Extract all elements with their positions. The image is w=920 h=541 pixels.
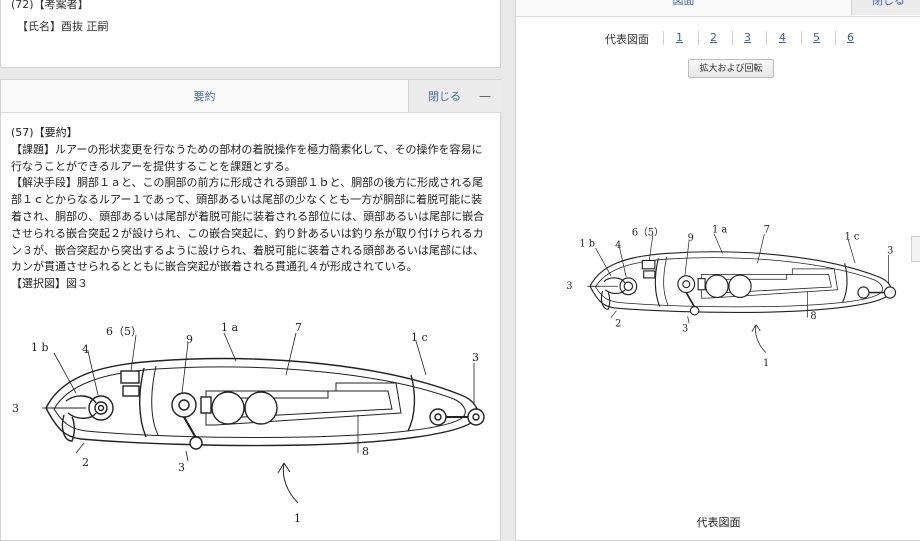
label-2: 2 xyxy=(82,456,89,469)
abstract-figure: 6（5） 1 a 7 9 1 b 4 1 c 3 3 2 3 8 1 xyxy=(12,321,485,525)
label-3-tail: 3 xyxy=(887,245,893,256)
label-3-tail: 3 xyxy=(472,351,479,364)
page-link-6[interactable]: 6 xyxy=(847,31,854,44)
label-1c: 1 c xyxy=(845,232,860,243)
inventor-panel: (72)【考案者】 【氏名】酉抜 正嗣 xyxy=(0,0,501,68)
pager-divider xyxy=(663,31,664,45)
pager-label: 代表図面 xyxy=(605,33,649,46)
label-1: 1 xyxy=(763,358,769,369)
abstract-line: 【解決手段】胴部１ａと、この胴部の前方に形成される頭部１ｂと、胴部の後方に形成さ… xyxy=(11,176,484,190)
drawings-close-button[interactable]: 閉じる xyxy=(851,0,920,15)
page-link-4[interactable]: 4 xyxy=(779,31,786,44)
label-8: 8 xyxy=(362,445,369,458)
label-8: 8 xyxy=(810,311,816,322)
drawing-caption: 代表図面 xyxy=(696,516,741,529)
abstract-line: (57)【要約】 xyxy=(11,126,78,139)
label-1: 1 xyxy=(294,512,301,525)
label-3-front: 3 xyxy=(12,402,19,415)
abstract-line: 行なうことができるルアーを提供することを課題とする。 xyxy=(11,159,296,173)
label-4: 4 xyxy=(82,343,89,356)
representative-drawing: 6（5） 1 a 7 9 1 b 4 1 c 3 3 2 3 8 1 xyxy=(566,225,897,369)
lure-drawing xyxy=(42,332,485,504)
pager-divider xyxy=(766,31,767,45)
label-1a: 1 a xyxy=(712,225,727,236)
pager-divider xyxy=(698,31,699,45)
label-6-5: 6（5） xyxy=(106,325,142,338)
abstract-line: カンが貫通させられるとともに嵌合突起が嵌着される貫通孔４が形成されている。 xyxy=(11,260,418,274)
abstract-header: 要約 閉じる — xyxy=(1,80,501,113)
label-1c: 1 c xyxy=(411,331,428,344)
abstract-close-button[interactable]: 閉じる — xyxy=(408,80,501,112)
abstract-line: 【選択図】図３ xyxy=(11,277,88,291)
collapse-icon: — xyxy=(479,89,491,103)
label-2: 2 xyxy=(615,319,621,330)
label-1b: 1 b xyxy=(31,341,49,354)
abstract-line: ン３が、嵌合突起から突出するように設けられ、着脱可能に装着される頭部あるいは尾部… xyxy=(11,243,484,257)
page-link-2[interactable]: 2 xyxy=(710,31,717,44)
label-1b: 1 b xyxy=(580,239,596,250)
label-1a: 1 a xyxy=(221,321,238,334)
abstract-line: 着され、胴部の、頭部あるいは尾部が着脱可能に装着される部位には、頭部あるいは尾部… xyxy=(11,209,485,223)
label-7: 7 xyxy=(764,225,770,236)
pager-divider xyxy=(801,31,802,45)
inventor-heading: (72)【考案者】 xyxy=(11,0,89,11)
page-link-3[interactable]: 3 xyxy=(744,31,751,44)
page-link-1[interactable]: 1 xyxy=(676,31,683,44)
label-6-5: 6（5） xyxy=(632,226,664,238)
zoom-rotate-button[interactable]: 拡大および回転 xyxy=(688,59,774,78)
pager-divider xyxy=(732,31,733,45)
abstract-title: 要約 xyxy=(193,90,216,103)
side-scroll-handle[interactable] xyxy=(911,236,920,262)
label-4: 4 xyxy=(615,240,621,251)
abstract-line: 部１ｃとからなるルアー１であって、頭部あるいは尾部の少なくとも一方が胴部に着脱可… xyxy=(11,193,483,207)
drawings-panel: 図面 閉じる 代表図面 1 2 3 4 5 6 拡大および回転 xyxy=(515,0,920,541)
label-9: 9 xyxy=(688,233,694,244)
abstract-line: させられる嵌合突起２が設けられ、この嵌合突起に、釣り針あるいは釣り糸が取り付けら… xyxy=(11,226,484,240)
drawing-pager: 代表図面 1 2 3 4 5 6 xyxy=(516,30,920,46)
label-3-front: 3 xyxy=(566,281,572,292)
drawings-close-label: 閉じる xyxy=(872,0,905,7)
label-3-ring: 3 xyxy=(682,324,688,335)
drawings-header: 図面 閉じる xyxy=(516,0,920,17)
drawings-title: 図面 xyxy=(672,0,695,7)
abstract-panel: 要約 閉じる — (57)【要約】 【課題】ルアーの形状変更を行なうための部材の… xyxy=(0,79,501,541)
inventor-name: 【氏名】酉抜 正嗣 xyxy=(17,20,109,33)
page-link-5[interactable]: 5 xyxy=(813,31,820,44)
abstract-text: (57)【要約】 【課題】ルアーの形状変更を行なうための部材の着脱操作を極力簡素… xyxy=(11,125,489,293)
pager-divider xyxy=(835,31,836,45)
abstract-line: 【課題】ルアーの形状変更を行なうための部材の着脱操作を極力簡素化して、その操作を… xyxy=(11,142,483,156)
abstract-close-label: 閉じる xyxy=(428,90,461,103)
label-3-ring: 3 xyxy=(178,461,185,474)
label-9: 9 xyxy=(186,333,193,346)
label-7: 7 xyxy=(295,321,302,334)
